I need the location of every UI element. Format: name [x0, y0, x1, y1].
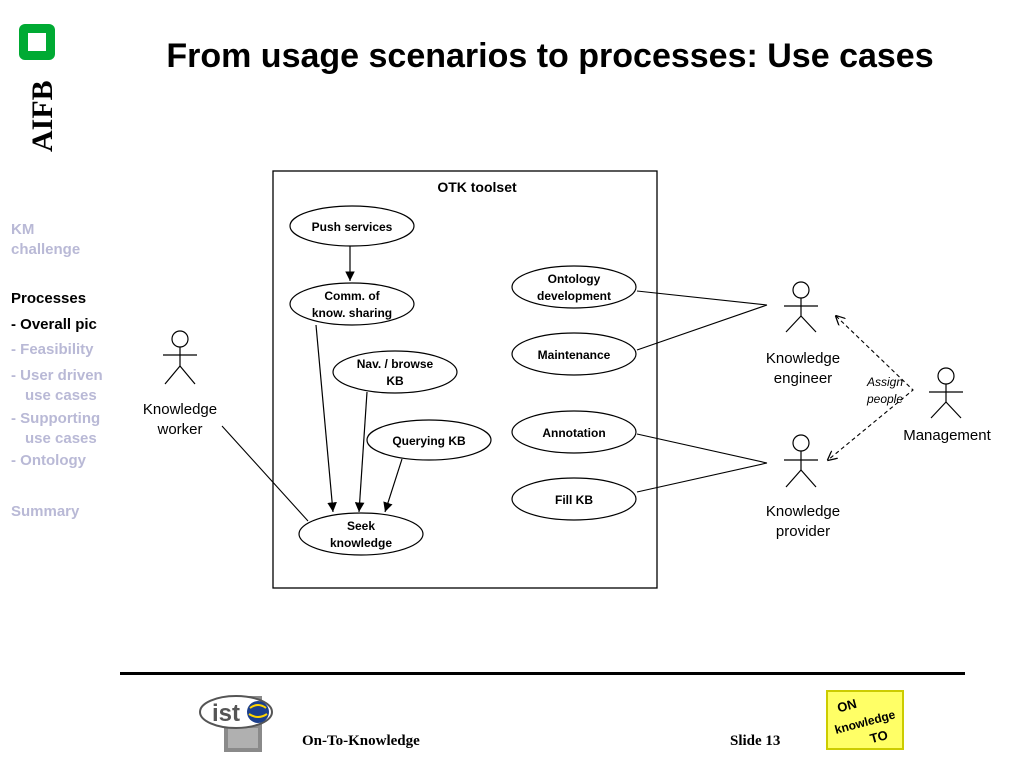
edge-fill-provider [636, 462, 768, 493]
on-to-knowledge-logo: ON knowledge TO [826, 690, 904, 750]
use-case-fill-kb: Fill KB [511, 477, 637, 521]
actor-label: Management [903, 427, 991, 444]
use-case-push-services: Push services [289, 205, 415, 247]
use-case-annotation: Annotation [511, 410, 637, 454]
edge-nav-seek [354, 391, 368, 513]
actor-label: Knowledge [143, 401, 217, 418]
actor-knowledge-engineer: Knowledge engineer [766, 281, 840, 387]
system-boundary [272, 170, 658, 589]
use-case-label: KB [386, 374, 404, 388]
sidebar-item-feasibility[interactable]: - Feasibility [11, 340, 94, 360]
use-case-label: Querying KB [392, 434, 466, 448]
use-case-label: know. sharing [312, 306, 392, 320]
use-case-label: Comm. of [324, 289, 380, 303]
edge-onto-engineer [636, 290, 768, 306]
aifb-logo: AIFB [19, 24, 59, 152]
use-case-comm-know-sharing: Comm. of know. sharing [289, 282, 415, 326]
sidebar-item-user-driven[interactable]: - User driven use cases [11, 366, 103, 406]
actor-label: worker [156, 421, 202, 438]
footer-project-name: On-To-Knowledge [302, 733, 420, 749]
use-case-label: Ontology [548, 272, 601, 286]
sidebar-item-label: - Supporting [11, 410, 101, 427]
footer-slide-number: Slide 13 [730, 733, 781, 749]
edge-annot-provider [636, 433, 768, 464]
sidebar-item-label: - Overall pic [11, 316, 97, 333]
use-case-seek-knowledge: Seek knowledge [298, 512, 424, 556]
sidebar-item-label: use cases [25, 387, 97, 404]
edge-worker-seek [221, 425, 309, 522]
edge-query-seek [383, 458, 403, 513]
use-case-label: Push services [312, 220, 393, 234]
edge-comm-seek [315, 324, 337, 513]
assign-people-label: people [866, 392, 903, 406]
sidebar-item-label: - Ontology [11, 452, 86, 469]
sidebar-item-label: Summary [11, 503, 80, 520]
actor-label: engineer [774, 370, 832, 387]
sidebar-item-label: KM [11, 221, 35, 238]
ist-logo: ist [199, 695, 273, 752]
actor-management: Management [903, 367, 992, 444]
sidebar-item-ontology[interactable]: - Ontology [11, 451, 86, 471]
slide-title: From usage scenarios to processes: Use c… [166, 37, 934, 75]
actor-label: Knowledge [766, 503, 840, 520]
sidebar-item-label: use cases [25, 430, 97, 447]
use-case-ontology-development: Ontology development [511, 265, 637, 309]
otk-logo-text: TO [868, 727, 889, 746]
ist-logo-text: ist [212, 700, 240, 727]
use-case-label: knowledge [330, 536, 392, 550]
use-case-querying-kb: Querying KB [366, 419, 492, 461]
sidebar-item-overall-pic[interactable]: - Overall pic [11, 315, 97, 335]
actor-knowledge-provider: Knowledge provider [766, 434, 840, 540]
sidebar-item-processes[interactable]: Processes [11, 289, 86, 309]
use-case-maintenance: Maintenance [511, 332, 637, 376]
use-case-label: Annotation [542, 426, 605, 440]
sidebar-item-label: challenge [11, 241, 81, 258]
use-case-label: Nav. / browse [357, 357, 434, 371]
use-case-label: Maintenance [538, 348, 611, 362]
edge-maint-engineer [636, 304, 768, 351]
system-label: OTK toolset [437, 179, 517, 195]
sidebar-item-label: - Feasibility [11, 341, 94, 358]
footer-divider [120, 672, 965, 675]
sidebar-item-label: Processes [11, 290, 87, 307]
otk-logo-text: ON [835, 696, 858, 716]
sidebar-item-supporting[interactable]: - Supporting use cases [11, 409, 100, 449]
actor-label: provider [776, 523, 830, 540]
use-case-nav-browse-kb: Nav. / browse KB [332, 350, 458, 394]
edge-assign-people [828, 316, 914, 460]
sidebar-item-km-challenge[interactable]: KM challenge [11, 220, 80, 260]
actor-knowledge-worker: Knowledge worker [143, 330, 217, 438]
aifb-logo-text: AIFB [26, 80, 59, 152]
sidebar-item-summary[interactable]: Summary [11, 502, 79, 522]
use-case-label: Fill KB [555, 493, 593, 507]
sidebar-item-label: - User driven [11, 367, 103, 384]
use-case-label: development [537, 289, 611, 303]
assign-people-label: Assign [866, 375, 903, 389]
actor-label: Knowledge [766, 350, 840, 367]
use-case-label: Seek [347, 519, 375, 533]
